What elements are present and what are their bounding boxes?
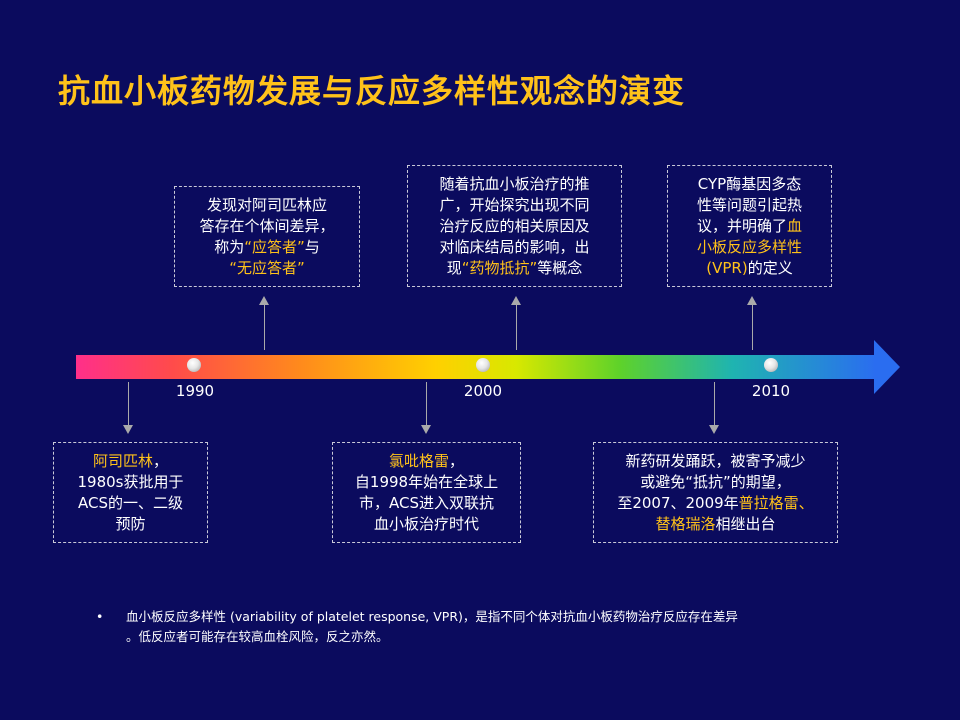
year-label-2000: 2000 xyxy=(463,382,503,400)
box-line: 1980s获批用于 xyxy=(77,472,184,491)
year-label-2010: 2010 xyxy=(751,382,791,400)
connector-line xyxy=(264,304,265,350)
box-line: 阿司匹林， xyxy=(92,451,169,470)
connector-line xyxy=(714,382,715,426)
timeline-arrowhead-icon xyxy=(874,340,900,394)
page-title: 抗血小板药物发展与反应多样性观念的演变 xyxy=(58,72,686,110)
footnote-line: 血小板反应多样性 (variability of platelet respon… xyxy=(126,609,738,624)
box-line: “无应答者” xyxy=(229,258,305,277)
year-marker-dot xyxy=(187,358,201,372)
box-line: 氯吡格雷， xyxy=(388,451,465,470)
box-line: 议，并明确了血 xyxy=(696,216,803,235)
box-line: 或避免“抵抗”的期望， xyxy=(640,472,791,491)
box-line: ACS的一、二级 xyxy=(78,493,183,512)
box-line: 市，ACS进入双联抗 xyxy=(359,493,494,512)
box-line: 至2007、2009年普拉格雷、 xyxy=(617,493,814,512)
connector-line xyxy=(128,382,129,426)
box-line: 答存在个体间差异， xyxy=(199,216,335,235)
box-line: 称为“应答者”与 xyxy=(214,237,320,256)
connector-line xyxy=(516,304,517,350)
box-line: 广，开始探究出现不同 xyxy=(439,195,590,214)
box-line: 预防 xyxy=(115,514,146,533)
connector-line xyxy=(426,382,427,426)
box-line: 自1998年始在全球上 xyxy=(354,472,499,491)
arrow-down-icon xyxy=(709,425,719,434)
year-marker-dot xyxy=(476,358,490,372)
event-box-aspirin: 阿司匹林， 1980s获批用于 ACS的一、二级 预防 xyxy=(53,442,208,543)
connector-line xyxy=(752,304,753,350)
arrow-up-icon xyxy=(511,296,521,305)
arrow-down-icon xyxy=(421,425,431,434)
arrow-down-icon xyxy=(123,425,133,434)
arrow-up-icon xyxy=(747,296,757,305)
event-box-vpr-definition: CYP酶基因多态 性等问题引起热 议，并明确了血 小板反应多样性 (VPR)的定… xyxy=(667,165,832,287)
box-line: 新药研发踊跃，被寄予减少 xyxy=(625,451,806,470)
box-line: 性等问题引起热 xyxy=(696,195,802,214)
footnote-line: 。低反应者可能存在较高血栓风险，反之亦然。 xyxy=(126,629,389,644)
box-line: 发现对阿司匹林应 xyxy=(206,195,327,214)
event-box-drug-resistance: 随着抗血小板治疗的推 广，开始探究出现不同 治疗反应的相关原因及 对临床结局的影… xyxy=(407,165,622,287)
box-line: CYP酶基因多态 xyxy=(697,174,802,193)
arrow-up-icon xyxy=(259,296,269,305)
box-line: 对临床结局的影响，出 xyxy=(439,237,590,256)
year-label-1990: 1990 xyxy=(175,382,215,400)
event-box-clopidogrel: 氯吡格雷， 自1998年始在全球上 市，ACS进入双联抗 血小板治疗时代 xyxy=(332,442,521,543)
box-line: 血小板治疗时代 xyxy=(373,514,479,533)
box-line: 治疗反应的相关原因及 xyxy=(439,216,590,235)
event-box-aspirin-response: 发现对阿司匹林应 答存在个体间差异， 称为“应答者”与 “无应答者” xyxy=(174,186,360,287)
bullet-icon: • xyxy=(96,609,104,624)
event-box-new-drugs: 新药研发踊跃，被寄予减少 或避免“抵抗”的期望， 至2007、2009年普拉格雷… xyxy=(593,442,838,543)
box-line: 替格瑞洛相继出台 xyxy=(655,514,776,533)
year-marker-dot xyxy=(764,358,778,372)
box-line: 小板反应多样性 xyxy=(696,237,802,256)
box-line: 随着抗血小板治疗的推 xyxy=(439,174,590,193)
box-line: (VPR)的定义 xyxy=(706,258,793,277)
box-line: 现“药物抵抗”等概念 xyxy=(446,258,583,277)
